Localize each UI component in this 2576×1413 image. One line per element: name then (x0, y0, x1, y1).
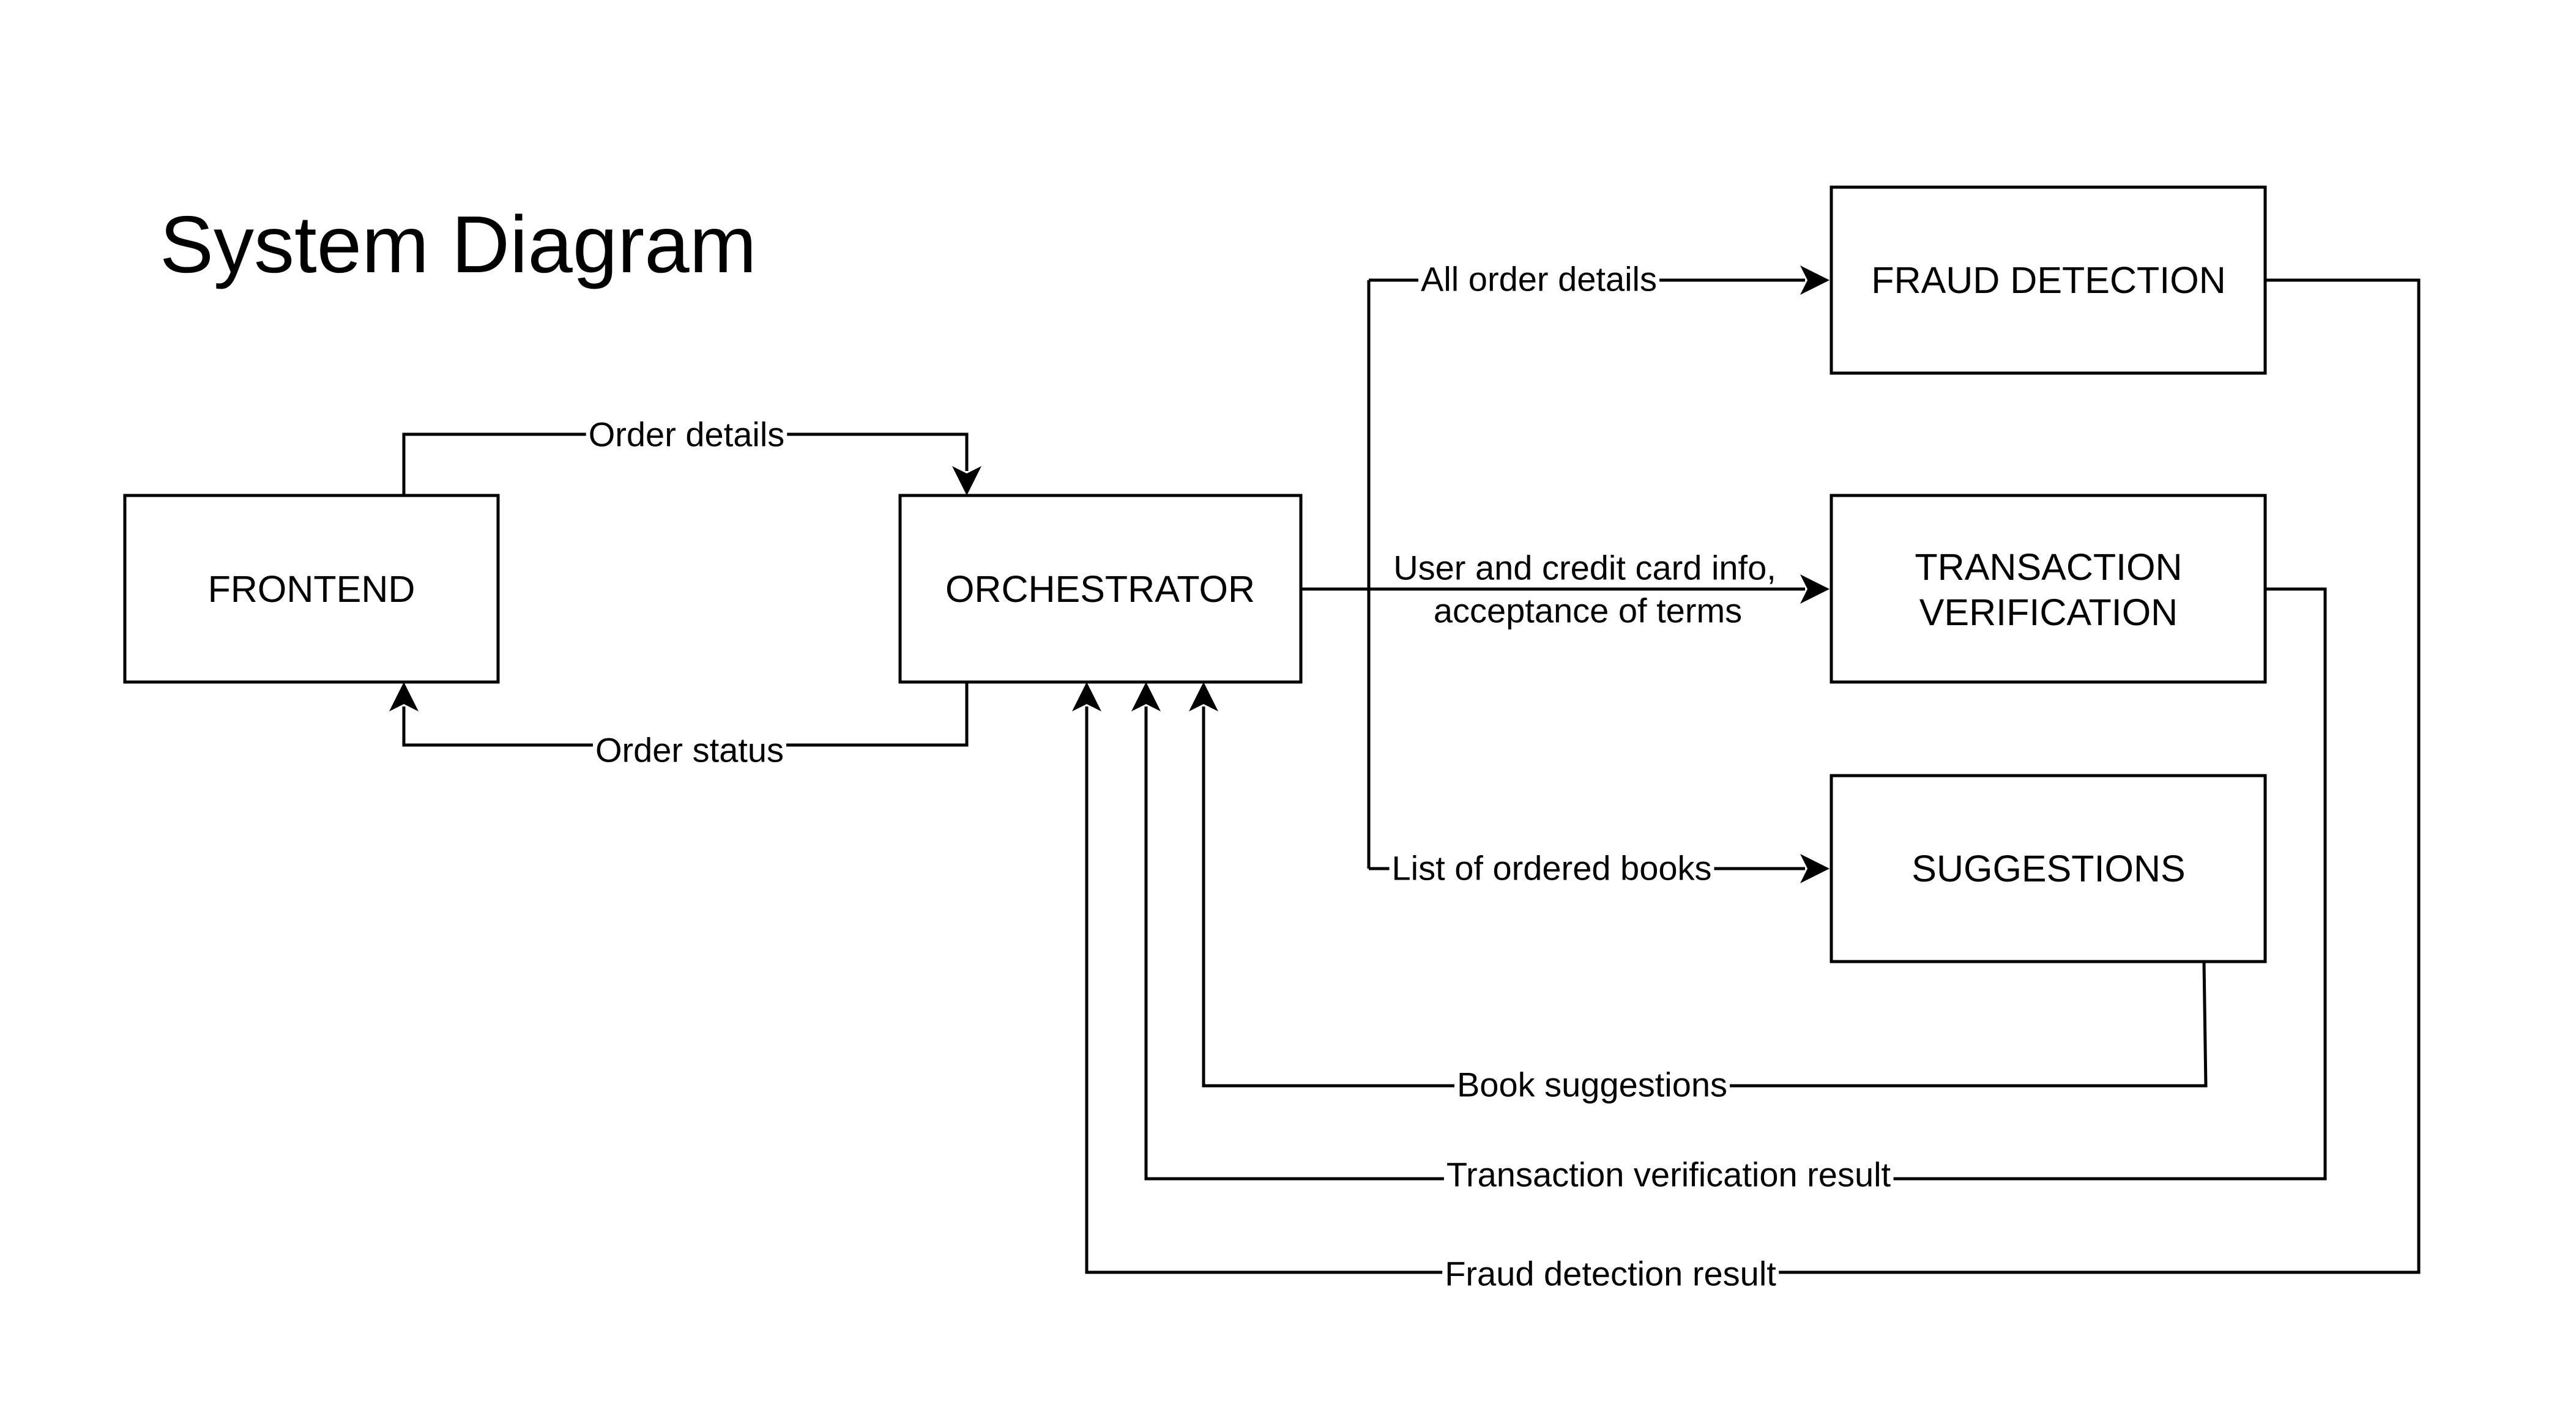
edge-label-transaction-result: Transaction verification result (1443, 1155, 1894, 1194)
arrowhead-all-order-details (1800, 265, 1830, 295)
edge-label-list-of-books: List of ordered books (1389, 848, 1714, 888)
edge-label-fraud-result-text: Fraud detection result (1445, 1255, 1776, 1293)
edge-label-order-details: Order details (586, 415, 787, 454)
edge-label-book-suggestions-text: Book suggestions (1457, 1066, 1727, 1104)
node-suggestions-label: SUGGESTIONS (1912, 848, 2185, 889)
edge-label-user-credit-info-line-2: acceptance of terms (1434, 592, 1742, 630)
node-frontend: FRONTEND (123, 494, 500, 684)
edge-label-user-credit-info-line-1: User and credit card info, (1393, 549, 1776, 587)
arrowhead-book-suggestions (1189, 682, 1218, 711)
arrowhead-order-status (389, 682, 419, 711)
diagram-title: System Diagram (160, 199, 757, 289)
node-transaction-verification: TRANSACTION VERIFICATION (1830, 494, 2267, 684)
arrowhead-user-credit-info (1800, 574, 1830, 604)
node-transaction-verification-label-line-1: TRANSACTION (1915, 546, 2182, 588)
arrowhead-fraud-result (1072, 682, 1101, 711)
node-fraud-detection: FRAUD DETECTION (1830, 185, 2267, 375)
edge-label-all-order-details: All order details (1418, 259, 1659, 299)
edge-label-fraud-result: Fraud detection result (1442, 1254, 1779, 1293)
arrowhead-transaction-result (1131, 682, 1161, 711)
node-transaction-verification-label-line-2: VERIFICATION (1919, 592, 2178, 633)
edge-label-order-details-text: Order details (589, 415, 785, 454)
edge-label-order-status-text: Order status (595, 731, 784, 770)
edge-label-order-status: Order status (592, 730, 787, 770)
edge-label-user-credit-info: User and credit card info, acceptance of… (1391, 548, 1779, 630)
edge-label-book-suggestions: Book suggestions (1454, 1065, 1730, 1104)
arrowhead-order-details (952, 466, 981, 495)
edge-fraud-result (1085, 278, 2421, 1274)
edge-label-transaction-result-text: Transaction verification result (1446, 1155, 1891, 1194)
node-fraud-detection-label: FRAUD DETECTION (1871, 259, 2226, 301)
node-orchestrator-label: ORCHESTRATOR (945, 568, 1255, 610)
arrowhead-list-of-books (1800, 854, 1830, 883)
node-frontend-label: FRONTEND (208, 568, 415, 610)
edge-label-list-of-books-text: List of ordered books (1392, 849, 1712, 888)
node-suggestions: SUGGESTIONS (1830, 774, 2267, 963)
edge-label-all-order-details-text: All order details (1421, 260, 1657, 299)
node-orchestrator: ORCHESTRATOR (898, 494, 1303, 684)
edge-transaction-result (1144, 587, 2327, 1181)
